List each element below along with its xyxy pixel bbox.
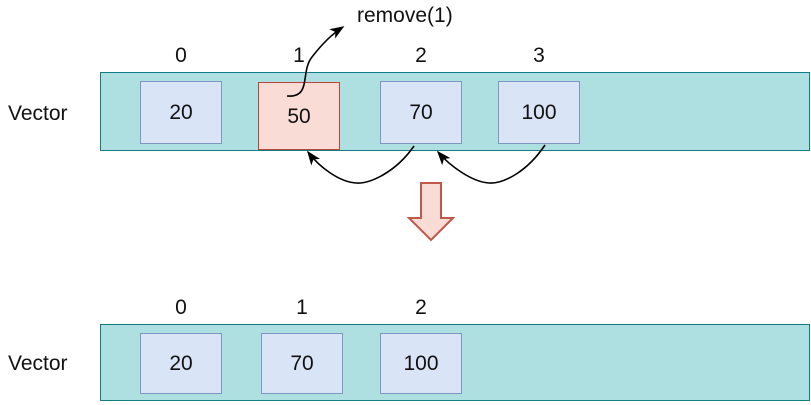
index-label-after-2: 2 (415, 296, 427, 319)
vector-cell-before-1-removed[interactable]: 50 (258, 82, 340, 150)
index-label-before-2: 2 (415, 44, 427, 67)
vector-cell-before-0[interactable]: 20 (140, 81, 222, 144)
vector-label-before: Vector (8, 102, 68, 125)
vector-label-after: Vector (8, 352, 68, 375)
index-label-after-1: 1 (296, 296, 308, 319)
index-label-before-3: 3 (533, 44, 545, 67)
vector-cell-after-2[interactable]: 100 (380, 333, 462, 394)
index-label-after-0: 0 (175, 296, 187, 319)
remove-call-caption: remove(1) (357, 4, 453, 27)
index-label-before-1: 1 (293, 44, 305, 67)
index-label-before-0: 0 (175, 44, 187, 67)
transition-down-arrow (406, 182, 456, 242)
vector-cell-after-1[interactable]: 70 (261, 333, 343, 394)
vector-cell-after-0[interactable]: 20 (140, 333, 222, 394)
vector-cell-before-3[interactable]: 100 (498, 81, 580, 144)
vector-cell-before-2[interactable]: 70 (380, 81, 462, 144)
shift-arrow-70-to-slot-1 (307, 145, 415, 184)
